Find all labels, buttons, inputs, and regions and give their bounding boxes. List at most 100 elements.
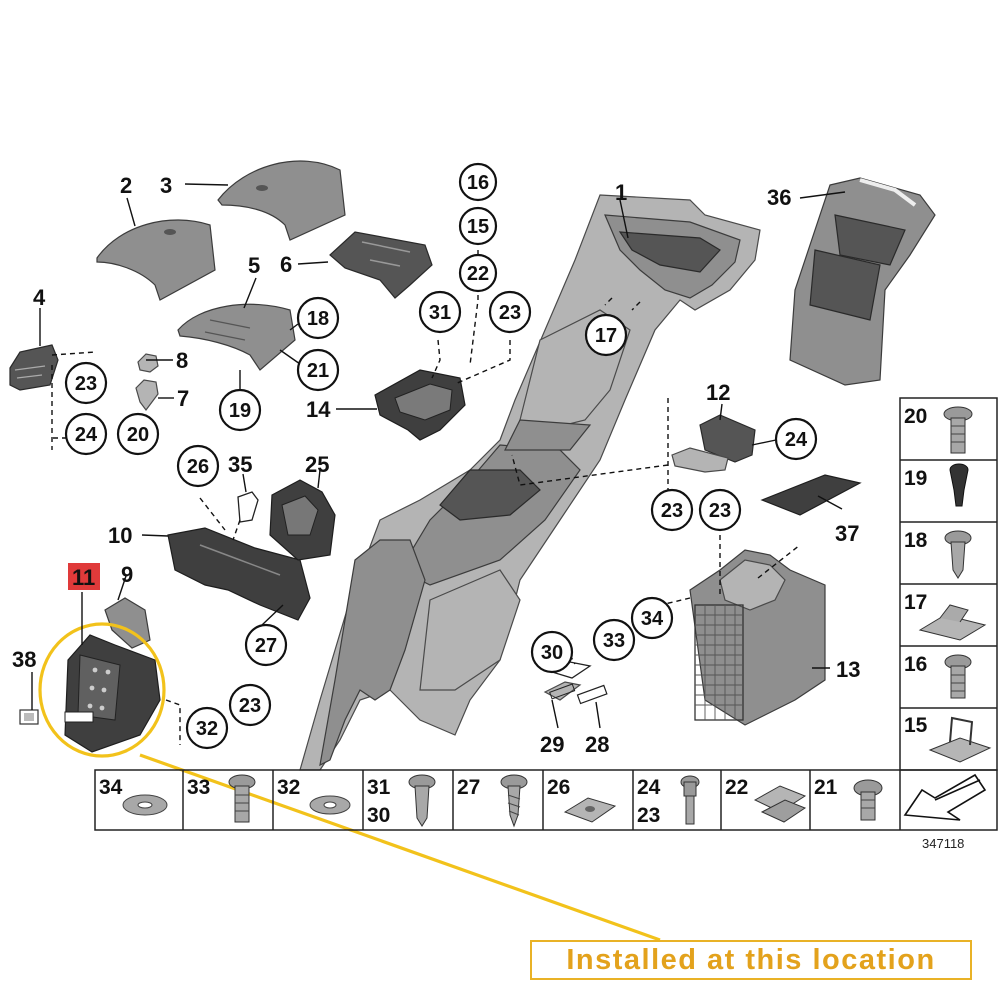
clip-part-35: [237, 491, 259, 523]
circled-18-text: 18: [307, 308, 329, 330]
circled-20: 20: [116, 412, 160, 456]
circled-23e-text: 23: [239, 695, 261, 717]
label-36: 36: [767, 185, 791, 210]
circled-21: 21: [296, 348, 340, 392]
label-37: 37: [835, 521, 859, 546]
label-9: 9: [121, 562, 133, 587]
bottom-table-26: 26: [547, 776, 570, 799]
label-11: 11: [72, 565, 95, 590]
circled-23d-text: 23: [709, 500, 731, 522]
center-console-part-1: [299, 194, 761, 771]
circled-24b-text: 24: [785, 429, 808, 451]
torx-screw-icon: [944, 530, 972, 579]
torx-bolt-icon-bottom-2: [853, 779, 883, 821]
circled-30: 30: [530, 630, 574, 674]
bracket-part-10: [167, 527, 311, 621]
label-7: 7: [177, 386, 189, 411]
label-5: 5: [248, 253, 260, 278]
circled-27: 27: [244, 623, 288, 667]
bracket-part-4: [9, 344, 59, 391]
side-table-16: 16: [904, 653, 927, 676]
circled-17: 17: [584, 313, 628, 357]
bracket-clip-icon: [918, 604, 987, 641]
side-table-18: 18: [904, 529, 928, 552]
side-table-20: 20: [904, 405, 927, 428]
side-table-19: 19: [904, 467, 927, 490]
torx-bolt-icon-short: [944, 654, 972, 699]
cover-part-5: [177, 303, 296, 371]
bracket-part-23-near-12: [671, 447, 729, 473]
label-11-highlight-box: [68, 563, 100, 590]
circled-18: 18: [296, 296, 340, 340]
circled-23b-text: 23: [75, 373, 97, 395]
circled-23-c: 23: [650, 488, 694, 532]
spring-clip-icon: [928, 716, 992, 763]
mat-part-37: [760, 474, 862, 516]
label-1: 1: [615, 180, 627, 205]
circled-19-text: 19: [229, 400, 251, 422]
label-4: 4: [33, 285, 46, 310]
label-14: 14: [306, 397, 331, 422]
circled-15: 15: [458, 206, 498, 246]
clip-part-28: [576, 684, 608, 705]
circled-23-e: 23: [228, 683, 272, 727]
part-25: [269, 479, 336, 561]
circled-19: 19: [218, 388, 262, 432]
clip-part-29: [543, 681, 582, 701]
circled-15-text: 15: [467, 216, 489, 238]
label-12: 12: [706, 380, 730, 405]
label-6: 6: [280, 252, 292, 277]
label-25: 25: [305, 452, 329, 477]
leader-lines: [31, 183, 846, 729]
cover-part-2: [96, 219, 216, 301]
bottom-table-24: 24: [637, 776, 661, 799]
bottom-table-27: 27: [457, 776, 480, 799]
circled-16: 16: [458, 162, 498, 202]
circled-number-labels: 16 15 22 31 23 18 21 19 17 23 24 20 24 2…: [64, 162, 818, 750]
part-number-labels: 1 2 3 4 5 6 7 8 9 10 11 12 13 14 25 29 2…: [12, 173, 860, 757]
clip-nut-icon: [753, 785, 807, 823]
circled-30-text: 30: [541, 642, 563, 664]
label-35: 35: [228, 452, 252, 477]
bracket-part-6: [329, 231, 433, 299]
label-13: 13: [836, 657, 860, 682]
circled-21-text: 21: [307, 360, 329, 382]
clip-part-38: [19, 709, 39, 725]
pocket-part-13: [689, 549, 826, 726]
circled-32: 32: [185, 706, 229, 750]
expansion-rivet-icon: [949, 463, 969, 507]
circled-33: 33: [592, 618, 636, 662]
circled-23-d: 23: [698, 488, 742, 532]
bottom-table-31: 31: [367, 776, 391, 799]
speed-nut-icon: [563, 797, 617, 823]
circled-31-text: 31: [429, 302, 451, 324]
bottom-parts-table: 34 33 32 31 30 27 26: [94, 769, 998, 831]
torx-bolt-icon: [943, 406, 973, 454]
label-28: 28: [585, 732, 609, 757]
bottom-table-22: 22: [725, 776, 748, 799]
label-27: 27: [255, 635, 277, 657]
hex-bolt-icon: [680, 775, 700, 825]
circled-17-text: 17: [595, 325, 617, 347]
circled-22: 22: [458, 253, 498, 293]
callout-line: [139, 753, 661, 942]
circled-26-text: 26: [187, 456, 209, 478]
storage-tray-part-36: [789, 177, 936, 386]
side-table-17: 17: [904, 591, 927, 614]
side-parts-table: 20 19 18 17 16 15: [899, 397, 998, 771]
torx-screw-icon-bottom: [408, 774, 436, 827]
label-10: 10: [108, 523, 132, 548]
torx-bolt-icon-bottom: [228, 774, 256, 823]
circled-26: 26: [176, 444, 220, 488]
circled-23c-text: 23: [661, 500, 683, 522]
highlight-circle: [38, 622, 166, 758]
installed-location-callout: Installed at this location: [530, 940, 972, 980]
direction-arrow-icon: [903, 773, 987, 821]
diagram-number: 347118: [922, 836, 964, 851]
circled-24a-text: 24: [75, 424, 98, 446]
circled-22-text: 22: [467, 263, 489, 285]
clip-part-7: [135, 379, 159, 411]
label-3: 3: [160, 173, 172, 198]
circled-20-text: 20: [127, 424, 149, 446]
circled-16-text: 16: [467, 172, 489, 194]
